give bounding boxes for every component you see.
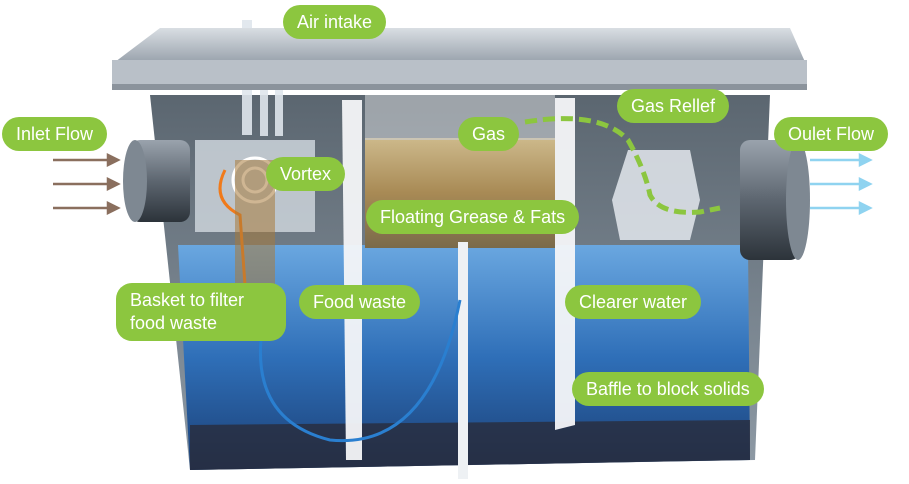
label-basket: Basket to filter food waste [116,283,286,341]
label-inlet-flow: Inlet Flow [2,117,108,151]
outlet-arrows [810,152,873,216]
label-vortex: Vortex [266,157,346,191]
sediment [190,420,750,470]
inlet-pipe [123,140,190,222]
label-food-waste: Food waste [299,285,421,319]
water-flow-line [258,299,462,443]
label-basket-line2: food waste [130,313,218,333]
label-gas: Gas [458,117,520,151]
tank-lid [112,28,807,90]
inlet-arrows [53,152,121,216]
baffle-left [342,100,362,460]
label-floating-grease: Floating Grease & Fats [366,200,580,234]
label-outlet-flow: Oulet Flow [774,117,889,151]
label-baffle: Baffle to block solids [572,372,764,406]
label-basket-line1: Basket to filter [130,290,245,310]
outlet-pipe [740,140,810,260]
baffles [342,98,575,480]
label-air-intake: Air intake [283,5,387,39]
gas-flow-arrows [524,116,721,215]
label-gas-relief: Gas Rellef [617,89,730,123]
baffle-middle [458,242,468,480]
label-clearer-water: Clearer water [565,285,702,319]
gas-relief-vent [612,150,700,240]
baffle-right [555,98,575,430]
